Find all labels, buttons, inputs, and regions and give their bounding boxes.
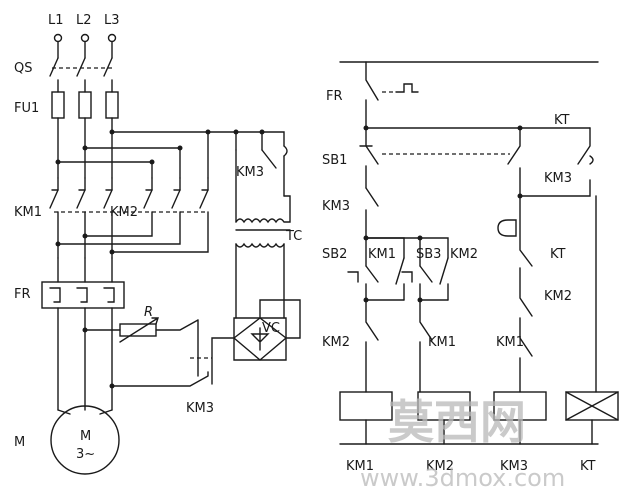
label-motor-phase: 3~ — [76, 447, 95, 462]
label-km2-main: KM2 — [110, 205, 138, 220]
label-sb2: SB2 — [322, 247, 347, 262]
label-coil-km1: KM1 — [346, 459, 374, 474]
label-coil-km2: KM2 — [426, 459, 454, 474]
label-fr-main: FR — [14, 287, 31, 302]
terminal-l3 — [107, 33, 117, 43]
label-sb3: SB3 — [416, 247, 441, 262]
label-km1-hold: KM1 — [368, 247, 396, 262]
label-vc: VC — [262, 321, 280, 336]
fuse-1 — [51, 91, 65, 119]
label-km3-brake: KM3 — [236, 165, 264, 180]
label-fr-ctrl: FR — [326, 89, 343, 104]
label-kt-mid: KT — [550, 247, 566, 262]
coil-km1 — [339, 391, 393, 421]
thermal-relay-main — [41, 281, 125, 309]
label-coil-km3: KM3 — [500, 459, 528, 474]
label-sb1: SB1 — [322, 153, 347, 168]
label-l2: L2 — [76, 13, 92, 28]
main-circuit — [41, 33, 301, 475]
watermark-cn: 莫西网 — [388, 395, 526, 449]
label-km1-interlock-b: KM1 — [496, 335, 524, 350]
label-km3-bottom: KM3 — [186, 401, 214, 416]
label-km2-hold: KM2 — [450, 247, 478, 262]
label-fu1: FU1 — [14, 101, 39, 116]
label-l1: L1 — [48, 13, 64, 28]
fuse-2 — [78, 91, 92, 119]
label-km1-main: KM1 — [14, 205, 42, 220]
labels: L1 L2 L3 QS FU1 KM1 KM2 KM3 TC FR R VC K… — [14, 13, 596, 474]
terminal-l2 — [80, 33, 90, 43]
label-kt-top: KT — [554, 113, 570, 128]
label-r: R — [144, 305, 153, 320]
watermark-url: www.3dmox.com — [360, 464, 565, 492]
control-circuit — [339, 61, 619, 445]
label-km3-top: KM3 — [544, 171, 572, 186]
label-motor-m: M — [80, 429, 91, 444]
label-coil-kt: KT — [580, 459, 596, 474]
terminal-l1 — [53, 33, 63, 43]
label-tc: TC — [285, 229, 302, 244]
fuse-3 — [105, 91, 119, 119]
label-km3-ctrl: KM3 — [322, 199, 350, 214]
label-qs: QS — [14, 61, 32, 76]
label-km2-interlock: KM2 — [322, 335, 350, 350]
label-km1-interlock-a: KM1 — [428, 335, 456, 350]
motor — [50, 405, 120, 475]
label-km2-mid: KM2 — [544, 289, 572, 304]
label-m: M — [14, 435, 25, 450]
label-l3: L3 — [104, 13, 120, 28]
